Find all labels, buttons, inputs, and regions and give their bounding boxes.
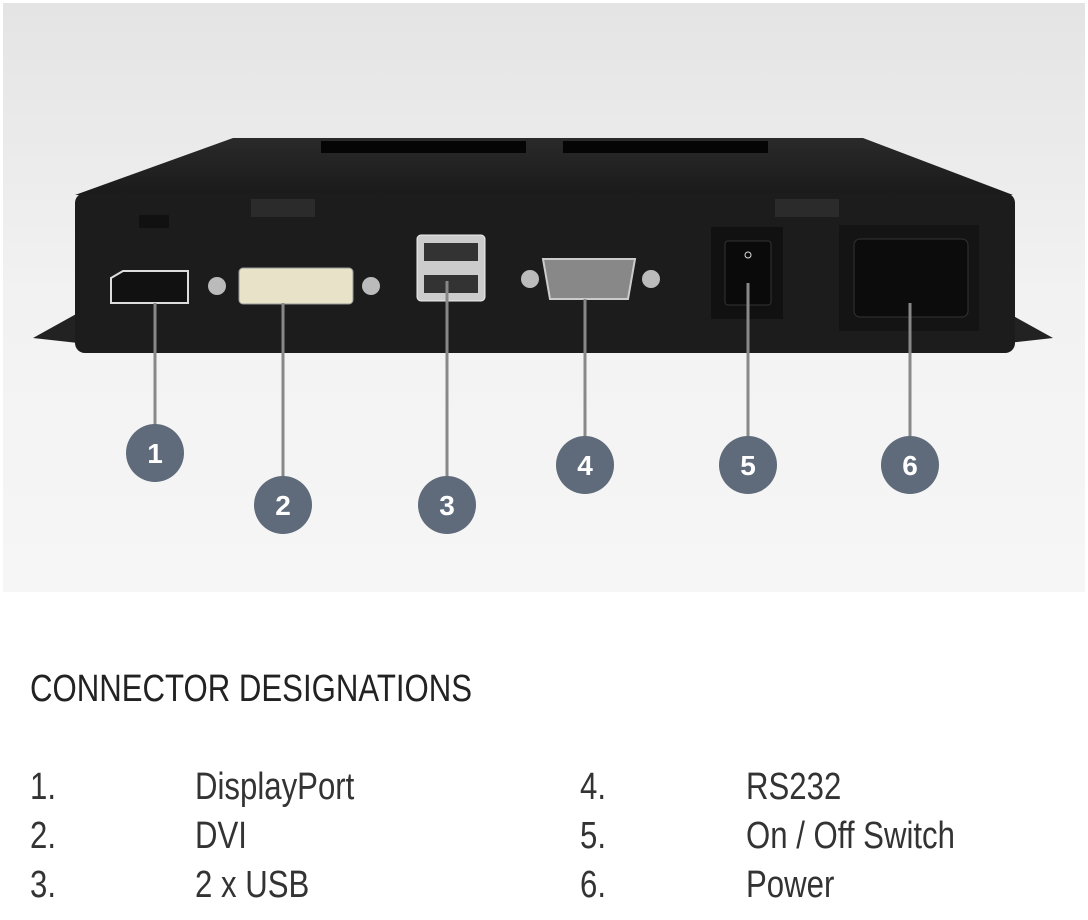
power-socket-icon — [839, 225, 979, 331]
callout-2: 2 — [254, 476, 312, 534]
callout-5: 5 — [719, 436, 777, 494]
dvi-connector-icon — [208, 267, 380, 305]
svg-text:6: 6 — [902, 450, 918, 481]
callout-4: 4 — [556, 436, 614, 494]
designation-number: 1. — [30, 766, 56, 808]
designation-number: 5. — [580, 815, 606, 857]
rs232-connector-icon — [521, 258, 660, 300]
designation-name: Power — [746, 864, 835, 906]
usb-connector-icon — [416, 234, 486, 302]
svg-text:5: 5 — [740, 450, 756, 481]
power-switch-icon — [711, 227, 783, 319]
designation-number: 2. — [30, 815, 56, 857]
product-photo: 1 2 3 4 5 6 — [3, 3, 1085, 592]
designation-name: DVI — [195, 815, 247, 857]
displayport-connector-icon — [110, 270, 189, 304]
designation-name: DisplayPort — [195, 766, 355, 808]
designation-number: 3. — [30, 864, 56, 906]
callout-1: 1 — [126, 424, 184, 482]
svg-text:3: 3 — [439, 490, 455, 521]
section-heading: CONNECTOR DESIGNATIONS — [30, 668, 473, 710]
designation-number: 6. — [580, 864, 606, 906]
svg-text:4: 4 — [577, 450, 593, 481]
designation-number: 4. — [580, 766, 606, 808]
callout-3: 3 — [418, 476, 476, 534]
designation-name: RS232 — [746, 766, 842, 808]
callout-lines — [153, 281, 912, 480]
svg-text:2: 2 — [275, 490, 291, 521]
device — [33, 138, 1053, 353]
designation-name: 2 x USB — [195, 864, 310, 906]
designation-name: On / Off Switch — [746, 815, 955, 857]
callout-6: 6 — [881, 436, 939, 494]
svg-text:1: 1 — [147, 438, 163, 469]
vent-slots — [321, 141, 768, 153]
